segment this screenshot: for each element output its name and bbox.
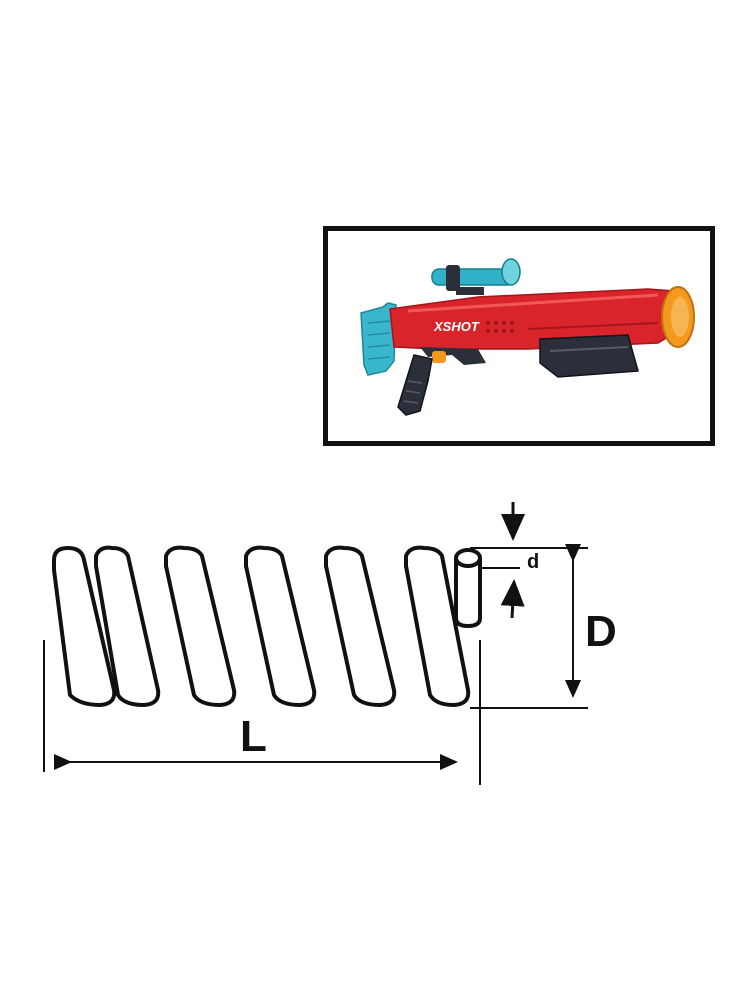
scope-mount bbox=[456, 287, 484, 295]
wire-end bbox=[454, 558, 482, 628]
blaster-illustration: XSHOT bbox=[360, 258, 695, 416]
handle-grip bbox=[397, 354, 433, 416]
spring-coil bbox=[244, 545, 317, 707]
brand-logo: XSHOT bbox=[433, 319, 480, 334]
diameter-label: D bbox=[585, 607, 617, 656]
spring-coil bbox=[164, 545, 237, 707]
spring-coil bbox=[324, 545, 397, 707]
spring-coil bbox=[404, 545, 471, 707]
length-label: L bbox=[240, 712, 267, 761]
spring-coil bbox=[52, 546, 117, 707]
wire-diameter-label: d bbox=[527, 551, 540, 573]
spring-coil bbox=[94, 545, 161, 707]
pump-grip bbox=[539, 334, 639, 378]
trigger bbox=[432, 351, 446, 363]
product-image-frame: XSHOT bbox=[323, 226, 715, 446]
wire-arrow-bottom bbox=[500, 579, 525, 619]
spring-diagram bbox=[43, 502, 588, 785]
